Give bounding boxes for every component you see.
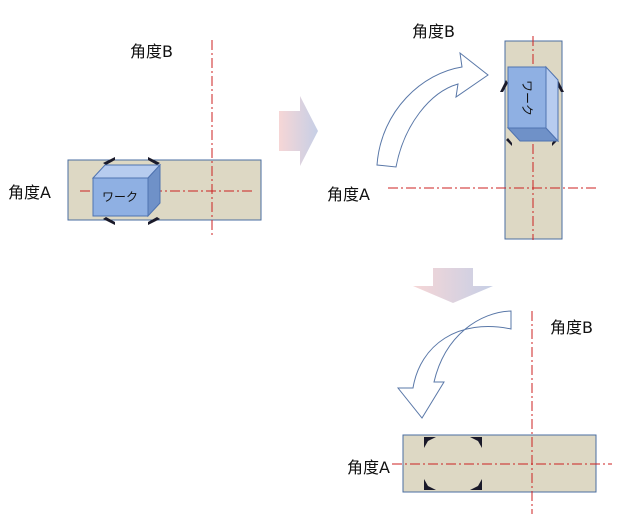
angle-a-label: 角度A: [327, 185, 370, 204]
clamp-icon: [103, 157, 160, 225]
angle-a-label: 角度A: [8, 183, 51, 202]
angle-b-label: 角度B: [412, 22, 455, 41]
panel-rotated-a: 角度B 角度A: [347, 310, 612, 514]
work-block: ワーク: [506, 65, 560, 143]
step-arrow-down: [413, 268, 493, 303]
work-label: ワーク: [102, 190, 138, 204]
step-arrow-right: [279, 96, 318, 166]
panel-initial: ワーク 角度B 角度A: [8, 40, 262, 236]
angle-b-label: 角度B: [130, 42, 173, 61]
work-label: ワーク: [520, 80, 534, 116]
angle-b-label: 角度B: [550, 318, 593, 337]
clamp-icon: [500, 80, 564, 146]
work-block: ワーク: [91, 163, 162, 218]
rotation-arrow-icon: [376, 51, 489, 168]
panel-rotated-b: ワーク 角度B 角度A: [327, 22, 596, 240]
angle-a-label: 角度A: [347, 458, 390, 477]
clamp-icon: [424, 437, 482, 490]
rotation-arrow-icon: [396, 310, 512, 419]
